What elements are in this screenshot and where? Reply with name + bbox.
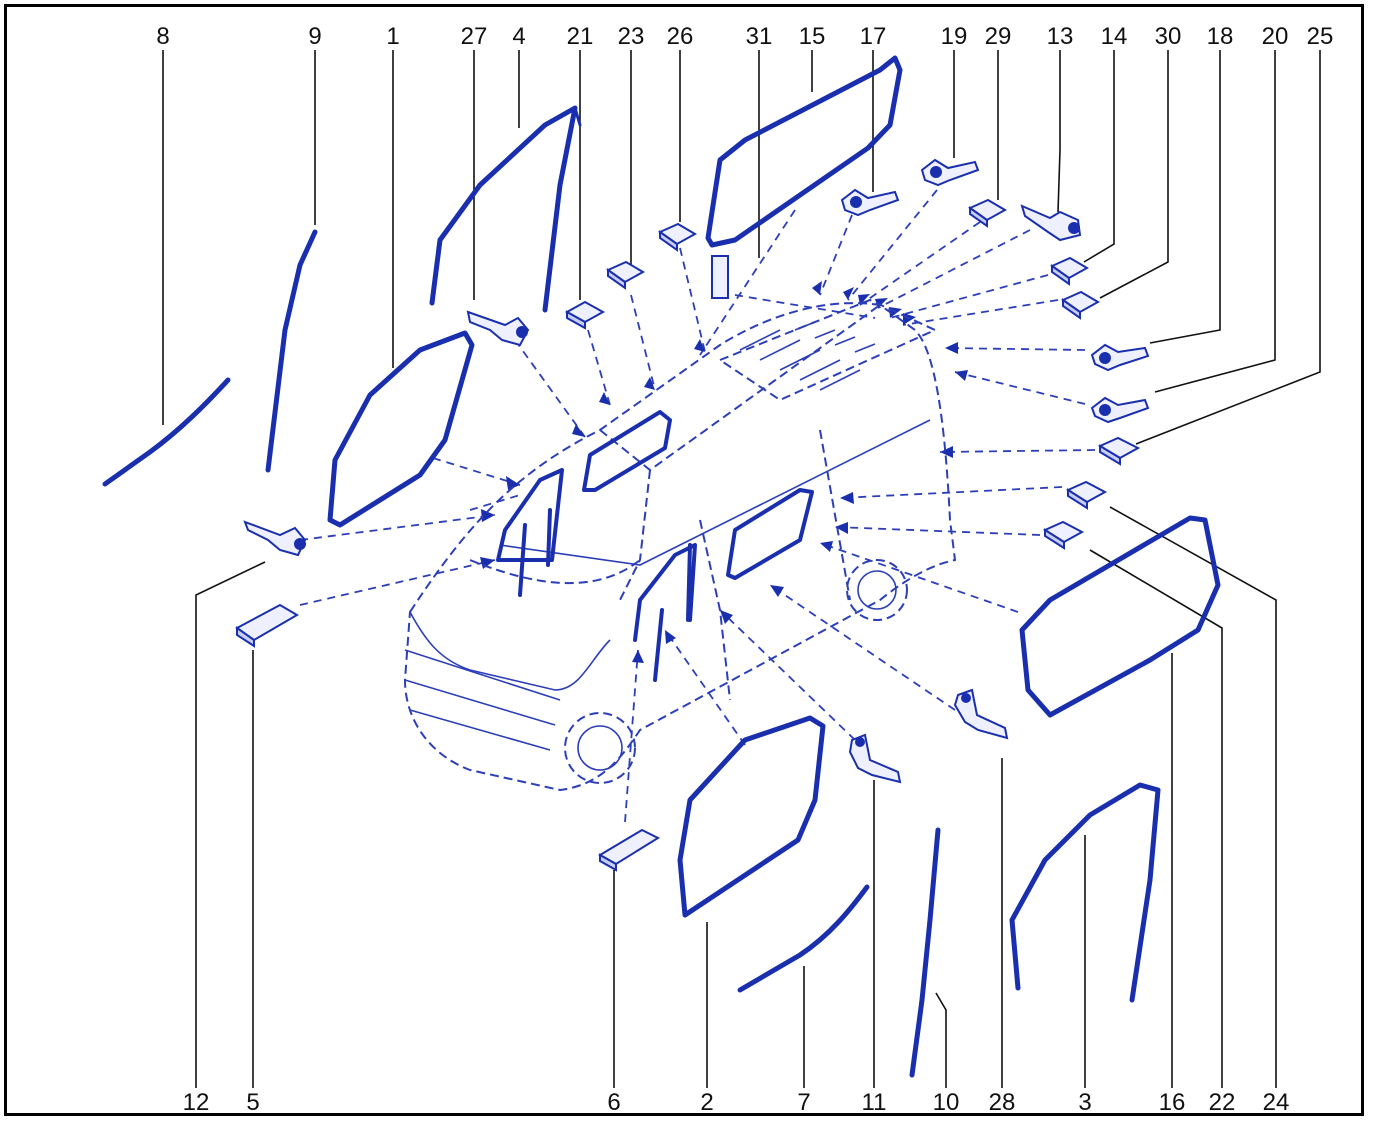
label-29: 29 <box>985 23 1012 50</box>
label-8: 8 <box>156 23 169 50</box>
part-12-clip <box>243 520 307 557</box>
part-30-block <box>1060 290 1101 320</box>
label-17: 17 <box>860 23 887 50</box>
label-7: 7 <box>797 1089 810 1116</box>
part-29-block <box>967 198 1008 228</box>
part-17-clip <box>840 188 900 217</box>
label-13: 13 <box>1047 23 1074 50</box>
parts <box>102 55 1221 1078</box>
part-7-strip <box>737 884 870 993</box>
label-27: 27 <box>461 23 488 50</box>
van-front-window <box>496 468 564 562</box>
label-2: 2 <box>700 1089 713 1116</box>
part-9-strip <box>265 229 318 473</box>
label-31: 31 <box>746 23 773 50</box>
part-18-clip <box>1090 343 1150 372</box>
label-30: 30 <box>1155 23 1182 50</box>
van-door-frame <box>633 543 697 682</box>
label-28: 28 <box>989 1089 1016 1116</box>
part-23-block <box>605 260 646 290</box>
assembly-arrows <box>299 189 1096 823</box>
part-4-seal <box>429 105 578 313</box>
label-6: 6 <box>607 1089 620 1116</box>
part-25-block <box>1097 436 1141 466</box>
part-13-clip <box>1020 204 1082 242</box>
part-15-window <box>705 55 903 248</box>
leader-lines <box>162 50 1321 1088</box>
van-body-detail <box>404 321 931 771</box>
label-16: 16 <box>1159 1089 1186 1116</box>
part-27-clip <box>466 310 530 347</box>
label-14: 14 <box>1101 23 1128 50</box>
part-28-clip <box>953 688 1009 740</box>
part-3-seal <box>1009 782 1161 1003</box>
label-20: 20 <box>1262 23 1289 50</box>
label-26: 26 <box>667 23 694 50</box>
part-8-strip <box>102 377 231 487</box>
label-24: 24 <box>1263 1089 1290 1116</box>
label-22: 22 <box>1209 1089 1236 1116</box>
part-31-block <box>711 255 729 299</box>
label-10: 10 <box>933 1089 960 1116</box>
part-21-block <box>564 300 606 330</box>
top-labels: 8 9 1 27 4 21 23 26 31 15 17 19 29 13 14… <box>156 23 1333 50</box>
label-23: 23 <box>618 23 645 50</box>
bottom-labels: 12 5 6 2 7 11 10 28 3 16 22 24 <box>183 1089 1290 1116</box>
label-15: 15 <box>799 23 826 50</box>
label-9: 9 <box>308 23 321 50</box>
small-parts <box>235 158 1150 872</box>
van-side-window <box>726 488 814 580</box>
part-14-block <box>1049 256 1090 286</box>
label-11: 11 <box>862 1089 887 1116</box>
part-10-strip <box>909 827 941 1078</box>
part-22-block <box>1042 520 1085 550</box>
van-body-outline <box>403 298 957 792</box>
part-20-clip <box>1090 396 1150 424</box>
label-19: 19 <box>941 23 968 50</box>
part-26-block <box>657 222 698 252</box>
part-2-seal <box>677 715 826 918</box>
label-4: 4 <box>512 23 525 50</box>
label-21: 21 <box>567 23 594 50</box>
part-5-block <box>235 603 299 648</box>
van-roof-window <box>582 410 672 492</box>
part-1-seal <box>327 330 475 528</box>
part-6-block <box>598 828 661 872</box>
part-16-window <box>1019 515 1221 718</box>
label-3: 3 <box>1078 1089 1091 1116</box>
label-12: 12 <box>183 1089 210 1116</box>
label-18: 18 <box>1207 23 1234 50</box>
part-19-clip <box>920 158 980 187</box>
label-5: 5 <box>246 1089 259 1116</box>
label-25: 25 <box>1307 23 1334 50</box>
part-24-block <box>1065 480 1108 510</box>
part-11-clip <box>848 733 902 784</box>
diagram-frame <box>4 4 1364 1116</box>
label-1: 1 <box>386 23 399 50</box>
